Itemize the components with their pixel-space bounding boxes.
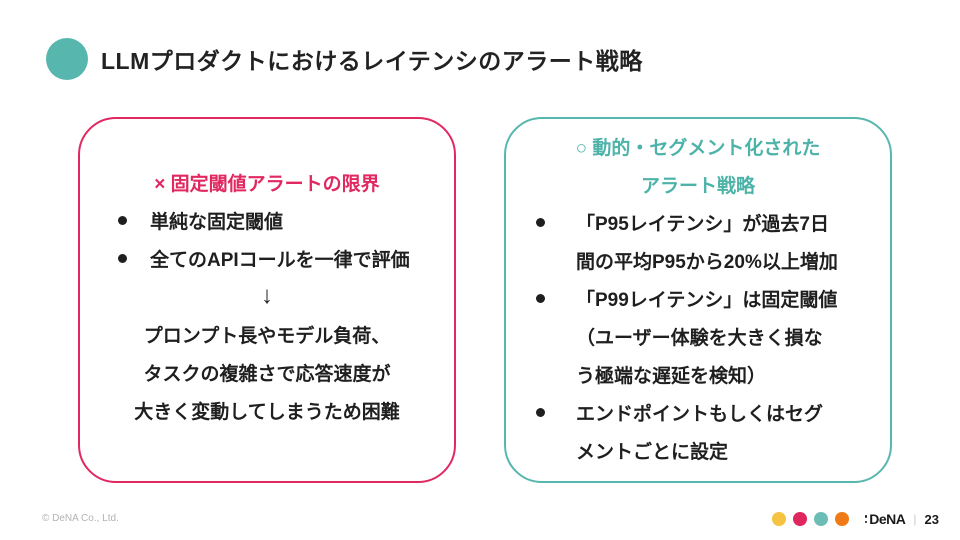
fixed-threshold-limitations-card: × 固定閾値アラートの限界 単純な固定閾値 全てのAPIコールを一律で評価 ↓ … (78, 117, 456, 483)
conclusion-line: タスクの複雑さで応答速度が (143, 363, 391, 385)
list-item-line: 「P95レイテンシ」が過去7日 (576, 213, 829, 235)
list-item-label: 単純な固定閾値 (150, 211, 284, 233)
list-item-label: 全てのAPIコールを一律で評価 (150, 249, 410, 271)
page-title: LLMプロダクトにおけるレイテンシのアラート戦略 (101, 48, 643, 74)
list-item: 「P99レイテンシ」は固定閾値 （ユーザー体験を大きく損な う極端な遅延を検知） (506, 279, 890, 393)
bullet-icon (536, 294, 545, 303)
list-item-line: エンドポイントもしくはセグ (576, 403, 824, 425)
bullet-icon (536, 218, 545, 227)
brand-dot-yellow-icon (771, 512, 786, 526)
page-number: 23 (924, 511, 939, 527)
bullet-icon (118, 254, 127, 263)
down-arrow-icon: ↓ (261, 282, 273, 309)
copyright-text: © DeNA Co., Ltd. (42, 513, 119, 524)
footer-brand-area: DeNA | 23 (771, 511, 939, 527)
footer-separator: | (913, 512, 917, 526)
right-card-header-line1: ○ 動的・セグメント化された (575, 137, 821, 159)
title-row: LLMプロダクトにおけるレイテンシのアラート戦略 (46, 38, 643, 80)
list-item-line: （ユーザー体験を大きく損な (576, 327, 823, 349)
dena-logo: DeNA (864, 511, 906, 527)
title-bullet-circle-icon (46, 38, 88, 80)
left-card-header: × 固定閾値アラートの限界 (154, 173, 380, 195)
list-item: 「P95レイテンシ」が過去7日 間の平均P95から20%以上増加 (506, 203, 890, 279)
right-card-header-line2: アラート戦略 (640, 175, 755, 197)
list-item: エンドポイントもしくはセグ メントごとに設定 (506, 393, 890, 469)
list-item: 全てのAPIコールを一律で評価 (80, 239, 454, 277)
dena-logo-colon-icon (864, 514, 868, 525)
list-item-line: う極端な遅延を検知） (576, 365, 767, 387)
brand-dot-teal-icon (813, 512, 828, 526)
conclusion-line: プロンプト長やモデル負荷、 (143, 325, 391, 347)
conclusion-line: 大きく変動してしまうため困難 (134, 401, 400, 423)
dynamic-strategy-card: ○ 動的・セグメント化された アラート戦略 「P95レイテンシ」が過去7日 間の… (504, 117, 892, 483)
list-item-line: 「P99レイテンシ」は固定閾値 (576, 289, 838, 311)
dena-logo-text: DeNA (869, 511, 906, 527)
brand-dot-orange-icon (834, 512, 849, 526)
bullet-icon (536, 408, 545, 417)
list-item-line: メントごとに設定 (576, 441, 729, 463)
list-item-line: 間の平均P95から20%以上増加 (576, 251, 838, 273)
list-item: 単純な固定閾値 (80, 201, 454, 239)
bullet-icon (118, 216, 127, 225)
brand-dot-pink-icon (792, 512, 807, 526)
